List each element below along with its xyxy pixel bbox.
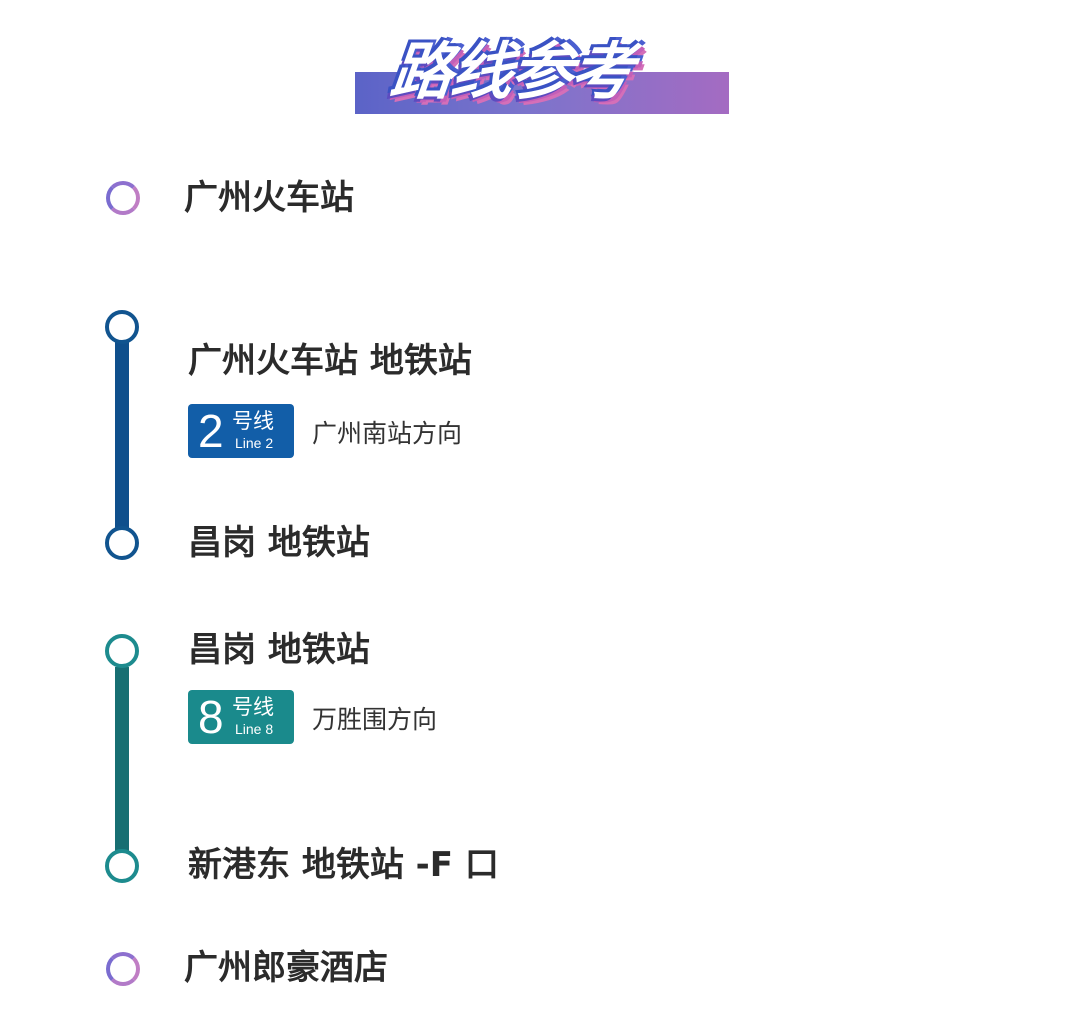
segment-2-to-station: 新港东 地铁站 -F 口 (188, 845, 499, 885)
line-8-start-marker-icon (105, 634, 139, 668)
line-2-end-marker-icon (105, 526, 139, 560)
origin-marker-icon (106, 181, 140, 215)
line-2-badge-english: Line 2 (235, 435, 274, 451)
line-2-badge-label: 号线 (232, 409, 274, 433)
line-8-badge-number: 8 (198, 691, 224, 743)
destination-marker-icon (106, 952, 140, 986)
route-header: 路线参考 (355, 34, 729, 118)
line-2-track (115, 326, 129, 544)
segment-1-to-station: 昌岗 地铁站 (188, 523, 370, 563)
line-8-direction: 万胜围方向 (312, 705, 438, 734)
segment-1-from-station: 广州火车站 地铁站 (188, 341, 472, 381)
line-2-badge: 2 号线 Line 2 (188, 404, 294, 458)
destination-place: 广州郎豪酒店 (184, 948, 388, 988)
line-2-direction: 广州南站方向 (312, 419, 463, 448)
line-2-start-marker-icon (105, 310, 139, 344)
line-8-end-marker-icon (105, 849, 139, 883)
line-8-badge-label: 号线 (232, 695, 274, 719)
segment-2-from-station: 昌岗 地铁站 (188, 630, 370, 670)
line-2-badge-number: 2 (198, 405, 224, 457)
line-8-track (115, 667, 129, 865)
line-8-badge-english: Line 8 (235, 721, 274, 737)
header-title: 路线参考 (387, 35, 635, 108)
header-gradient-bar (355, 72, 729, 114)
origin-station: 广州火车站 (184, 178, 354, 218)
line-8-badge: 8 号线 Line 8 (188, 690, 294, 744)
